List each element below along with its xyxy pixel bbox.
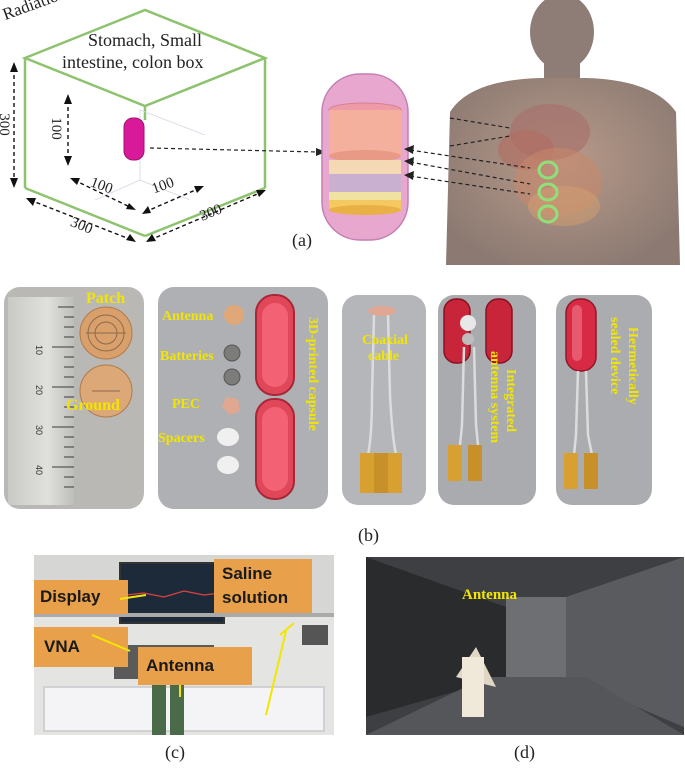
caption-a: (a) xyxy=(292,230,312,250)
capsule-label: 3D-printed capsule xyxy=(305,317,320,431)
sealed-label-line2: sealed device xyxy=(607,317,622,395)
coaxial-art xyxy=(360,306,402,493)
ruler-tick-30: 30 xyxy=(34,424,45,436)
saline-callout-line2: solution xyxy=(214,585,312,613)
panel-b: 10 20 30 40 Patch Ground xyxy=(0,283,685,548)
photo-sealed-device: Hermetically sealed device xyxy=(556,295,652,505)
batteries-label: Batteries xyxy=(160,349,214,364)
patch-label: Patch xyxy=(86,290,126,307)
coaxial-label-line2: cable xyxy=(368,349,400,364)
display-callout: Display xyxy=(34,580,128,614)
sealed-art xyxy=(564,298,598,489)
ruler-tick-10: 10 xyxy=(34,344,45,356)
sealed-label-line1: Hermetically xyxy=(625,327,640,405)
spacers-label: Spacers xyxy=(158,431,205,446)
antenna-label: Antenna xyxy=(162,309,214,324)
antenna-callout: Antenna xyxy=(138,647,252,685)
panel-c-arrows xyxy=(91,594,295,716)
vna-callout: VNA xyxy=(34,627,128,667)
human-body-model xyxy=(446,0,680,265)
dim-outer-vertical: 300 xyxy=(0,113,12,136)
organ-box-label-line2: intestine, colon box xyxy=(62,52,204,72)
dim-inner-vertical: 100 xyxy=(47,117,64,140)
radiation-box-diagram xyxy=(10,8,269,242)
panel-d: Antenna xyxy=(366,557,684,735)
components-art xyxy=(217,294,295,500)
caption-d: (d) xyxy=(514,742,535,762)
organ-box-label-line1: Stomach, Small xyxy=(88,30,202,50)
ruler: 10 20 30 40 xyxy=(8,297,74,505)
patch-disc xyxy=(79,306,133,360)
photo-components: Antenna Batteries PEC Spacers 3D-printed… xyxy=(158,287,328,509)
antenna-label-d: Antenna xyxy=(462,587,518,603)
box-to-capsule-pointer xyxy=(150,147,326,156)
anechoic-chamber-photo xyxy=(366,557,684,735)
photo-patch-ground: 10 20 30 40 Patch Ground xyxy=(4,287,144,509)
panel-c: Display Saline solution VNA Antenna xyxy=(34,555,334,735)
ruler-tick-20: 20 xyxy=(34,384,45,396)
caption-b: (b) xyxy=(358,525,379,545)
pec-label: PEC xyxy=(172,397,200,412)
integrated-art xyxy=(443,298,513,481)
body-to-capsule-pointers xyxy=(404,117,531,195)
integrated-label-line2: antenna system xyxy=(487,351,502,444)
caption-c: (c) xyxy=(165,742,185,762)
ground-disc xyxy=(79,364,133,418)
photo-coaxial-cable: Coaxial cable xyxy=(342,295,426,505)
integrated-label-line1: Integrated xyxy=(503,369,518,432)
capsule-cross-section xyxy=(321,73,409,241)
coaxial-label-line1: Coaxial xyxy=(362,333,408,348)
panel-a: Radiation Box Stomach, Small intestine, … xyxy=(0,0,685,265)
ruler-tick-40: 40 xyxy=(34,464,45,476)
saline-callout-line1: Saline xyxy=(214,559,312,585)
ground-label: Ground xyxy=(66,397,120,414)
ruler-ticks xyxy=(52,306,74,488)
photo-integrated-system: Integrated antenna system xyxy=(438,295,536,505)
